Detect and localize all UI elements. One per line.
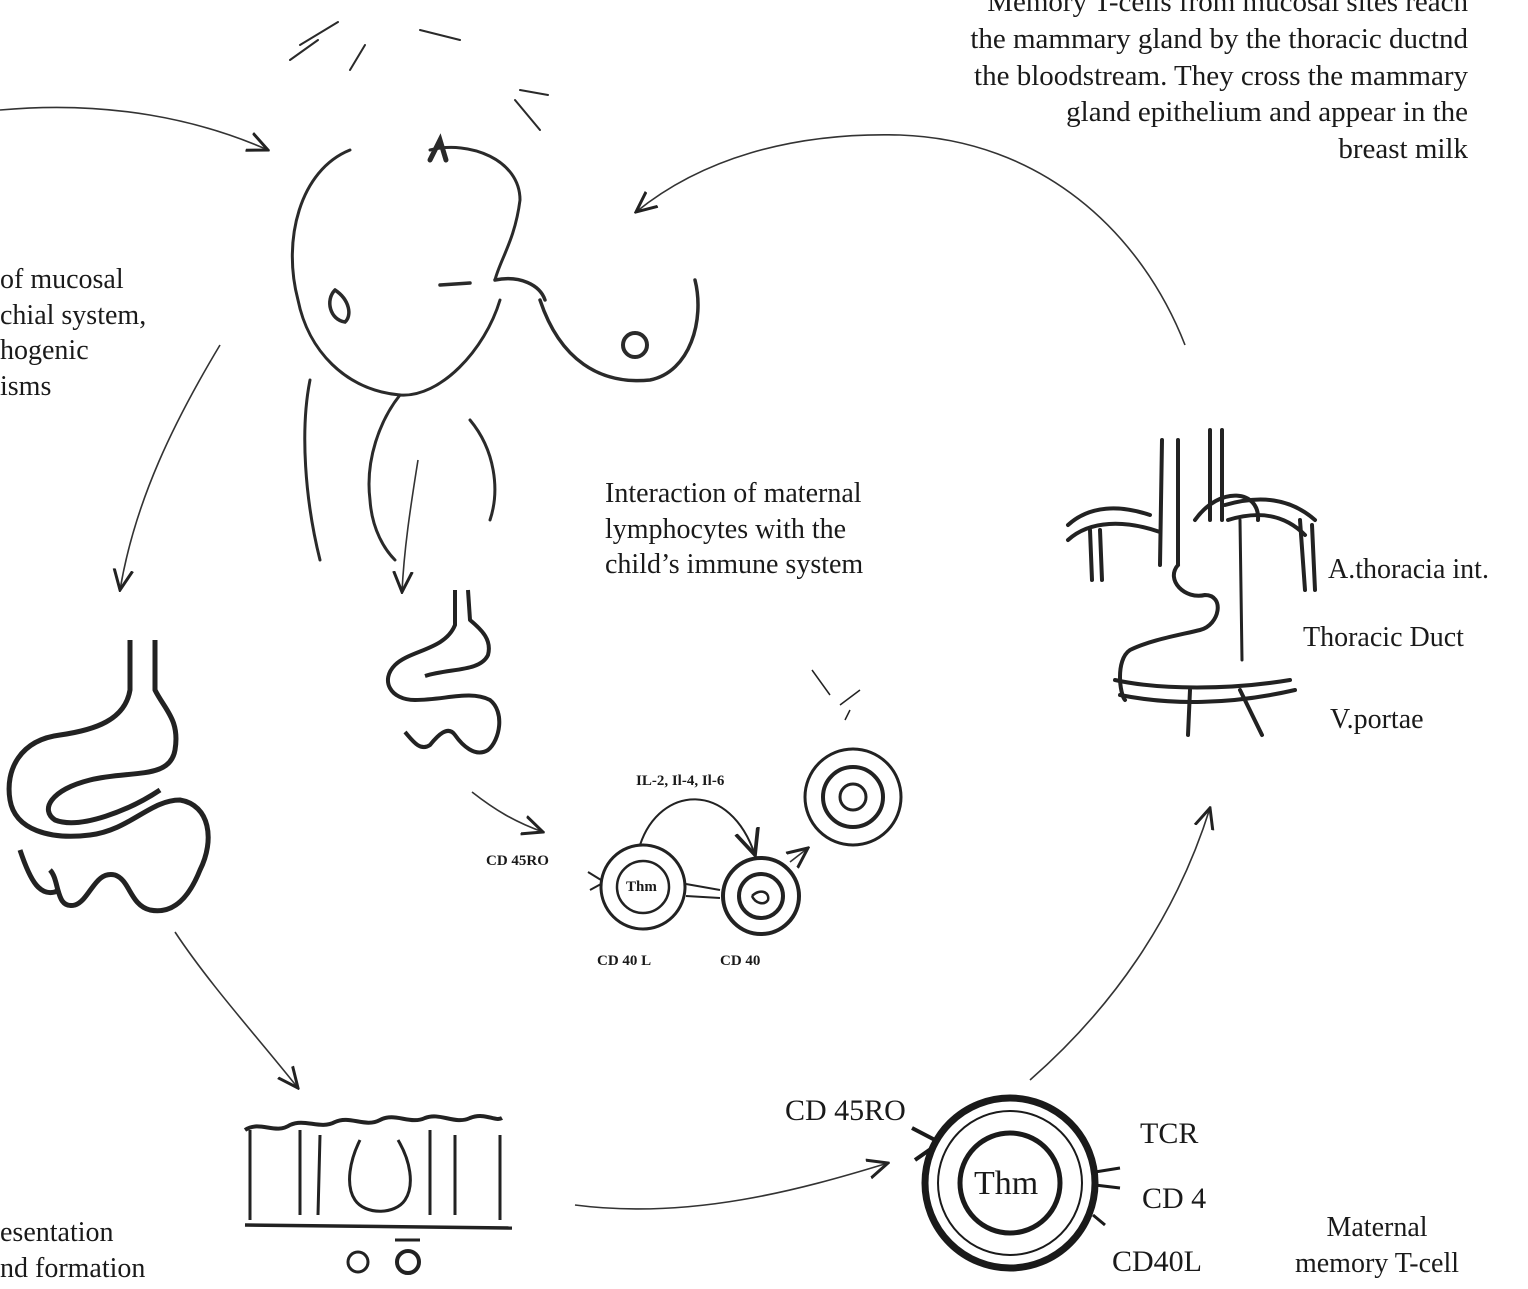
stomach-intestine-large (9, 640, 208, 911)
label-small-thm: Thm (626, 878, 657, 897)
arrow-down-to-mucosa (175, 932, 298, 1088)
bottom-left-caption: esentation nd formation (0, 1215, 145, 1286)
label-small-cd45ro: CD 45RO (486, 852, 549, 871)
thoracic-anatomy-sketch (1068, 430, 1315, 735)
arrow-left-to-baby (0, 107, 268, 150)
label-cd40l: CD40L (1112, 1243, 1202, 1281)
label-v-portae: V.portae (1330, 702, 1424, 738)
top-caption: Memory T-cells from mucosal sites reach … (970, 0, 1468, 168)
stomach-intestine-small (388, 590, 499, 752)
arrow-mucosa-to-tcell (575, 1163, 888, 1209)
label-small-cd40: CD 40 (720, 952, 760, 971)
label-memory-cd45ro: CD 45RO (785, 1092, 906, 1130)
label-memory-thm: Thm (974, 1162, 1038, 1205)
label-maternal-memory-tcell: Maternal memory T-cell (1270, 1210, 1484, 1281)
interaction-caption: Interaction of maternal lymphocytes with… (605, 476, 863, 583)
label-tcr: TCR (1140, 1115, 1198, 1153)
arrow-baby-down (402, 460, 418, 592)
arrow-tcell-up (1030, 808, 1210, 1080)
label-cd4: CD 4 (1142, 1180, 1206, 1218)
label-thoracic-duct: Thoracic Duct (1303, 620, 1464, 656)
label-small-cd40l: CD 40 L (597, 952, 651, 971)
label-cytokines: IL-2, Il-4, Il-6 (636, 772, 724, 791)
mucosa-epithelium-sketch (245, 1116, 512, 1273)
label-a-thoracia: A.thoracia int. (1328, 552, 1489, 588)
arrow-small-cell-up (790, 848, 808, 862)
left-caption: of mucosal chial system, hogenic isms (0, 262, 146, 404)
arrow-to-small-cell (472, 792, 543, 832)
